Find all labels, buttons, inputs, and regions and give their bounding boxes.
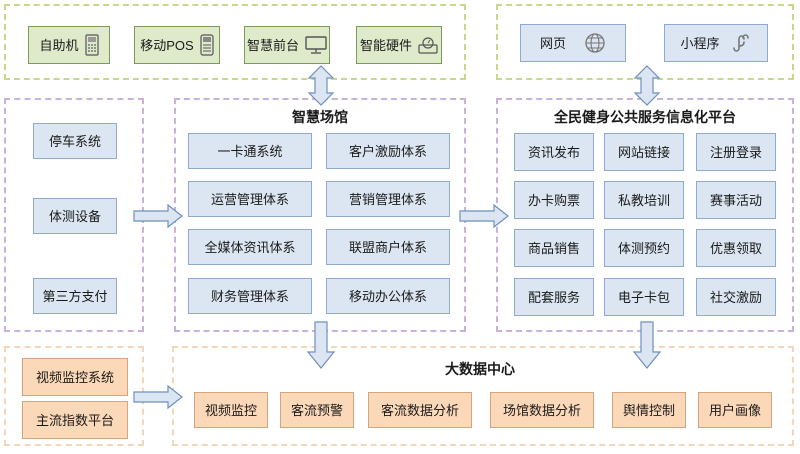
left-system-parking[interactable]: 停车系统	[33, 123, 117, 159]
platform-item-coupons[interactable]: 优惠领取	[696, 229, 776, 267]
venue-item-label: 客户激励体系	[348, 143, 427, 159]
big-data-item-opinion-control[interactable]: 舆情控制	[612, 392, 686, 428]
channel-web-label: 网页	[539, 35, 566, 51]
right-arrow-left-to-venue	[133, 203, 183, 229]
bottom-system-video-monitoring[interactable]: 视频监控系统	[22, 358, 128, 396]
platform-item-label: 办卡购票	[527, 192, 580, 208]
platform-item-social-incentive[interactable]: 社交激励	[696, 278, 776, 316]
platform-item-label: 注册登录	[709, 144, 762, 160]
smart-venue-title: 智慧场馆	[292, 109, 348, 125]
platform-item-e-card-wallet[interactable]: 电子卡包	[604, 278, 684, 316]
big-data-title: 大数据中心	[445, 361, 515, 377]
platform-item-test-booking[interactable]: 体测预约	[604, 229, 684, 267]
venue-item-finance[interactable]: 财务管理体系	[188, 278, 312, 314]
device-smart-desk[interactable]: 智慧前台	[244, 26, 330, 64]
platform-item-news[interactable]: 资讯发布	[514, 133, 594, 171]
big-data-item-label: 场馆数据分析	[502, 402, 581, 418]
down-arrow-venue-to-bigdata	[306, 321, 336, 369]
kiosk-icon	[84, 34, 99, 56]
bottom-system-index-platform[interactable]: 主流指数平台	[22, 401, 128, 439]
double-arrow-devices-venue	[307, 65, 335, 106]
right-arrow-venue-to-platform	[459, 203, 509, 229]
platform-item-support-services[interactable]: 配套服务	[514, 278, 594, 316]
venue-item-label: 全媒体资讯体系	[204, 239, 296, 255]
left-system-third-party-pay[interactable]: 第三方支付	[33, 278, 117, 314]
platform-item-label: 优惠领取	[709, 240, 762, 256]
platform-item-label: 资讯发布	[527, 144, 580, 160]
platform-item-label: 体测预约	[617, 240, 670, 256]
down-arrow-platform-to-bigdata	[632, 321, 662, 369]
device-kiosk[interactable]: 自助机	[28, 26, 110, 64]
device-mobile-pos-label: 移动POS	[140, 37, 194, 53]
venue-item-all-media[interactable]: 全媒体资讯体系	[188, 229, 312, 265]
platform-item-product-sales[interactable]: 商品销售	[514, 229, 594, 267]
platform-item-label: 网站链接	[617, 144, 670, 160]
globe-icon	[585, 33, 605, 53]
venue-item-marketing[interactable]: 营销管理体系	[326, 181, 450, 217]
big-data-item-label: 客流数据分析	[380, 402, 459, 418]
venue-item-label: 财务管理体系	[210, 288, 289, 304]
big-data-item-user-profile[interactable]: 用户画像	[698, 392, 772, 428]
channel-mini-program-label: 小程序	[680, 35, 720, 51]
venue-item-label: 联盟商户体系	[348, 239, 427, 255]
big-data-item-label: 舆情控制	[622, 402, 675, 418]
platform-item-label: 赛事活动	[709, 192, 762, 208]
left-system-parking-label: 停车系统	[48, 133, 101, 149]
platform-item-card-tickets[interactable]: 办卡购票	[514, 181, 594, 219]
device-kiosk-label: 自助机	[39, 37, 79, 53]
big-data-item-venue-analysis[interactable]: 场馆数据分析	[490, 392, 594, 428]
platform-item-label: 电子卡包	[617, 289, 670, 305]
platform-item-site-links[interactable]: 网站链接	[604, 133, 684, 171]
left-system-third-party-pay-label: 第三方支付	[42, 288, 108, 304]
platform-item-register-login[interactable]: 注册登录	[696, 133, 776, 171]
venue-item-label: 营销管理体系	[348, 191, 427, 207]
venue-item-label: 移动办公体系	[348, 288, 427, 304]
bottom-system-label: 主流指数平台	[35, 412, 114, 428]
venue-item-label: 一卡通系统	[217, 143, 283, 159]
venue-item-customer-incentive[interactable]: 客户激励体系	[326, 133, 450, 169]
platform-item-label: 商品销售	[527, 240, 580, 256]
big-data-item-traffic-analysis[interactable]: 客流数据分析	[368, 392, 472, 428]
device-smart-hardware-label: 智能硬件	[359, 37, 412, 53]
mini-program-icon	[732, 34, 749, 52]
platform-item-events[interactable]: 赛事活动	[696, 181, 776, 219]
device-mobile-pos[interactable]: 移动POS	[134, 26, 220, 64]
big-data-item-label: 客流预警	[290, 402, 343, 418]
big-data-item-traffic-warning[interactable]: 客流预警	[280, 392, 354, 428]
venue-item-alliance-merchants[interactable]: 联盟商户体系	[326, 229, 450, 265]
big-data-item-video[interactable]: 视频监控	[194, 392, 268, 428]
venue-item-card-system[interactable]: 一卡通系统	[188, 133, 312, 169]
device-smart-desk-label: 智慧前台	[246, 37, 299, 53]
devices-frame	[4, 4, 466, 80]
scale-device-icon	[418, 37, 438, 54]
bottom-system-label: 视频监控系统	[35, 369, 114, 385]
pos-terminal-icon	[200, 34, 214, 56]
platform-item-private-training[interactable]: 私教培训	[604, 181, 684, 219]
channel-mini-program[interactable]: 小程序	[664, 24, 768, 62]
channel-web[interactable]: 网页	[520, 24, 626, 62]
platform-item-label: 配套服务	[527, 289, 580, 305]
device-smart-hardware[interactable]: 智能硬件	[356, 26, 442, 64]
venue-item-mobile-office[interactable]: 移动办公体系	[326, 278, 450, 314]
left-system-fitness-test[interactable]: 体测设备	[33, 198, 117, 234]
right-arrow-bottomleft-to-bigdata	[133, 384, 183, 410]
venue-item-operations[interactable]: 运营管理体系	[188, 181, 312, 217]
venue-item-label: 运营管理体系	[210, 191, 289, 207]
platform-title: 全民健身公共服务信息化平台	[554, 109, 736, 125]
monitor-icon	[305, 36, 327, 54]
big-data-item-label: 视频监控	[204, 402, 257, 418]
platform-item-label: 私教培训	[617, 192, 670, 208]
left-system-fitness-test-label: 体测设备	[48, 208, 101, 224]
big-data-item-label: 用户画像	[708, 402, 761, 418]
platform-item-label: 社交激励	[709, 289, 762, 305]
double-arrow-channels-platform	[633, 65, 661, 106]
